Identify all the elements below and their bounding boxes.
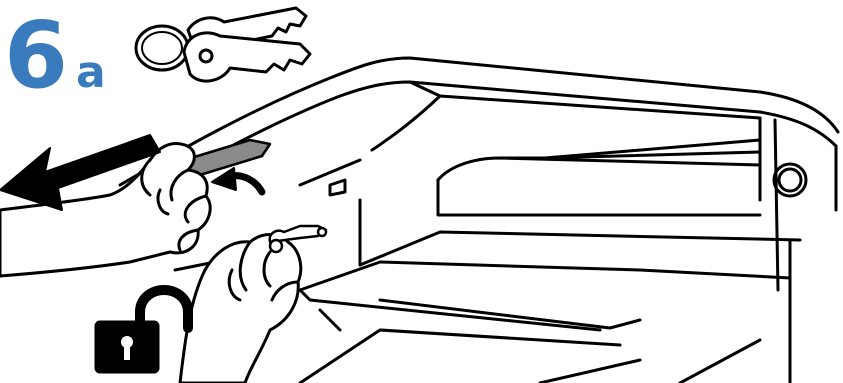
press-direction-arrow-icon: [212, 168, 262, 192]
key-icon: [136, 8, 310, 81]
right-hand: [180, 235, 301, 383]
key-in-lock: [270, 226, 326, 252]
unlocked-padlock-icon: [96, 290, 188, 372]
